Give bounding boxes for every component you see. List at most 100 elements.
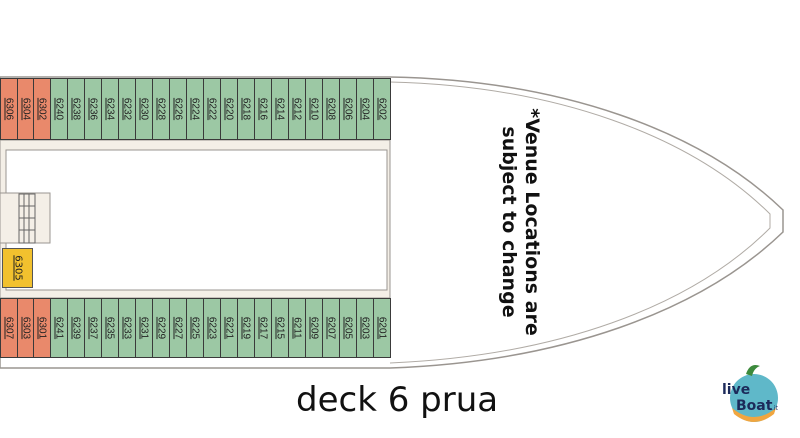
cabin-number: 6229: [155, 316, 167, 340]
cabin-number: 6232: [121, 97, 133, 121]
cabin-6227[interactable]: 6227: [169, 298, 186, 358]
cabin-6237[interactable]: 6237: [84, 298, 101, 358]
cabin-6232[interactable]: 6232: [118, 78, 135, 140]
cabin-number: 6202: [376, 97, 388, 121]
cabin-number: 6207: [325, 316, 337, 340]
cabin-number: 6305: [12, 255, 23, 281]
cabin-6214[interactable]: 6214: [271, 78, 288, 140]
cabin-number: 6307: [3, 316, 15, 340]
liveboat-logo: live Boat .it: [722, 365, 779, 422]
cabin-number: 6222: [206, 97, 218, 121]
cabin-6229[interactable]: 6229: [152, 298, 169, 358]
cabin-6212[interactable]: 6212: [288, 78, 305, 140]
cabin-6234[interactable]: 6234: [101, 78, 118, 140]
cabin-number: 6211: [291, 317, 303, 339]
hull-inner-line: [389, 81, 771, 364]
cabin-6228[interactable]: 6228: [152, 78, 169, 140]
cabin-number: 6217: [257, 316, 269, 340]
deck-title: deck 6 prua: [296, 380, 499, 420]
cabin-6218[interactable]: 6218: [237, 78, 254, 140]
cabin-6235[interactable]: 6235: [101, 298, 118, 358]
cabin-number: 6225: [189, 316, 201, 340]
cabin-number: 6303: [20, 316, 32, 340]
cabin-6203[interactable]: 6203: [356, 298, 373, 358]
cabin-6236[interactable]: 6236: [84, 78, 101, 140]
cabin-6209[interactable]: 6209: [305, 298, 322, 358]
svg-text:live: live: [722, 382, 750, 398]
cabin-6238[interactable]: 6238: [67, 78, 84, 140]
cabin-number: 6212: [291, 97, 303, 121]
cabin-number: 6230: [138, 97, 150, 121]
cabin-number: 6237: [87, 316, 99, 340]
cabin-6208[interactable]: 6208: [322, 78, 339, 140]
cabin-number: 6231: [138, 316, 150, 340]
cabin-number: 6214: [274, 97, 286, 121]
cabin-6220[interactable]: 6220: [220, 78, 237, 140]
venue-note-line-1: *Venue Locations are: [521, 108, 543, 336]
cabin-number: 6215: [274, 316, 286, 340]
interior-area: [5, 149, 388, 291]
cabin-6231[interactable]: 6231: [135, 298, 152, 358]
cabin-number: 6304: [20, 97, 32, 121]
cabin-6201[interactable]: 6201: [373, 298, 390, 358]
cabin-6224[interactable]: 6224: [186, 78, 203, 140]
cabin-number: 6239: [70, 316, 82, 340]
cabin-number: 6234: [104, 97, 116, 121]
cabin-6303[interactable]: 6303: [16, 298, 34, 358]
cabin-6225[interactable]: 6225: [186, 298, 203, 358]
cabin-6226[interactable]: 6226: [169, 78, 186, 140]
cabin-number: 6205: [342, 316, 354, 340]
cabin-number: 6216: [257, 97, 269, 121]
cabin-number: 6226: [172, 97, 184, 121]
cabin-6305[interactable]: 6305: [2, 248, 33, 288]
cabin-number: 6209: [308, 316, 320, 340]
venue-note-line-2: subject to change: [498, 126, 520, 318]
cabin-number: 6224: [189, 97, 201, 121]
cabin-number: 6302: [36, 97, 48, 121]
cabin-number: 6218: [240, 97, 252, 121]
cabin-number: 6301: [36, 316, 48, 340]
cabin-6222[interactable]: 6222: [203, 78, 220, 140]
cabin-number: 6201: [376, 316, 388, 340]
cabin-number: 6241: [53, 316, 65, 340]
cabin-number: 6227: [172, 316, 184, 340]
cabin-number: 6210: [308, 97, 320, 121]
cabin-6301[interactable]: 6301: [33, 298, 51, 358]
cabin-6230[interactable]: 6230: [135, 78, 152, 140]
cabin-6205[interactable]: 6205: [339, 298, 356, 358]
cabin-6223[interactable]: 6223: [203, 298, 220, 358]
cabin-6216[interactable]: 6216: [254, 78, 271, 140]
cabin-6304[interactable]: 6304: [16, 78, 34, 140]
cabin-number: 6223: [206, 316, 218, 340]
cabin-6302[interactable]: 6302: [33, 78, 51, 140]
cabin-6306[interactable]: 6306: [0, 78, 17, 140]
cabin-6210[interactable]: 6210: [305, 78, 322, 140]
cabin-number: 6235: [104, 316, 116, 340]
cabin-6233[interactable]: 6233: [118, 298, 135, 358]
row-end-line: [390, 298, 391, 358]
cabin-6307[interactable]: 6307: [0, 298, 17, 358]
svg-text:Boat: Boat: [736, 398, 773, 414]
cabin-6207[interactable]: 6207: [322, 298, 339, 358]
cabin-number: 6233: [121, 316, 133, 340]
cabin-number: 6238: [70, 97, 82, 121]
cabin-6241[interactable]: 6241: [50, 298, 67, 358]
cabin-6221[interactable]: 6221: [220, 298, 237, 358]
cabin-6204[interactable]: 6204: [356, 78, 373, 140]
cabin-number: 6203: [359, 316, 371, 340]
venue-note: *Venue Locations are subject to change: [497, 108, 543, 335]
cabin-6206[interactable]: 6206: [339, 78, 356, 140]
cabin-6211[interactable]: 6211: [288, 298, 305, 358]
cabin-6215[interactable]: 6215: [271, 298, 288, 358]
cabin-number: 6221: [223, 316, 235, 340]
cabin-6202[interactable]: 6202: [373, 78, 390, 140]
cabin-6240[interactable]: 6240: [50, 78, 67, 140]
cabin-number: 6236: [87, 97, 99, 121]
cabin-number: 6219: [240, 316, 252, 340]
cabin-6219[interactable]: 6219: [237, 298, 254, 358]
cabin-number: 6208: [325, 97, 337, 121]
cabin-number: 6204: [359, 97, 371, 121]
cabin-6239[interactable]: 6239: [67, 298, 84, 358]
cabin-number: 6240: [53, 97, 65, 121]
cabin-6217[interactable]: 6217: [254, 298, 271, 358]
